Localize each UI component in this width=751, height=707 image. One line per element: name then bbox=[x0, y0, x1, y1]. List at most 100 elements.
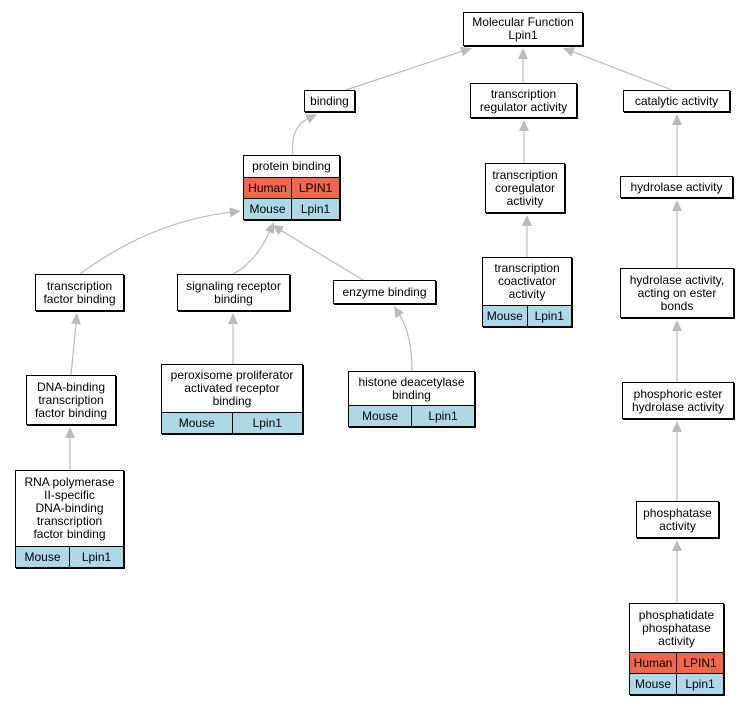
arrowhead bbox=[228, 313, 238, 324]
term-label-line: factor binding bbox=[43, 291, 116, 306]
term-label-line: protein binding bbox=[252, 159, 331, 173]
arrowhead bbox=[304, 114, 317, 124]
edge-coreg-to-trreg bbox=[519, 120, 529, 163]
arrowhead bbox=[563, 47, 576, 57]
arrowhead bbox=[70, 313, 81, 325]
term-label-line: factor binding bbox=[34, 405, 108, 420]
arrowhead bbox=[459, 46, 472, 57]
species-cell: Mouse bbox=[249, 202, 286, 216]
term-label-line: binding bbox=[212, 394, 252, 408]
gene-cell[interactable]: Lpin1 bbox=[411, 406, 474, 426]
edge-hydrolase-to-catalytic bbox=[672, 114, 682, 176]
term-label-line: II-specific bbox=[44, 488, 95, 502]
arrowhead bbox=[394, 306, 405, 318]
edge-binding-to-mf bbox=[345, 46, 472, 91]
species-cell: Mouse bbox=[486, 309, 523, 323]
edge-phosester-to-hydroester bbox=[672, 320, 682, 382]
arrowhead bbox=[519, 120, 529, 131]
term-node-catalytic[interactable]: catalytic activity bbox=[623, 90, 730, 112]
gene-cell[interactable]: Lpin1 bbox=[291, 199, 339, 219]
term-label-line: binding bbox=[392, 387, 431, 402]
edge-ppar-to-sigrec bbox=[228, 313, 238, 364]
term-label-line: phosphatidate bbox=[638, 607, 715, 622]
term-label-line: DNA-binding bbox=[36, 379, 106, 394]
annotation-row-mouse: Mouse Lpin1 bbox=[630, 673, 723, 694]
edge-enzyme-to-protein bbox=[272, 225, 364, 281]
edge-sigrec-to-protein bbox=[232, 222, 275, 275]
arrowhead bbox=[672, 421, 682, 432]
term-label-line: transcription bbox=[36, 514, 103, 528]
term-label-line: phosphatase bbox=[642, 620, 711, 635]
term-label-line: coactivator bbox=[497, 274, 557, 288]
gene-cell[interactable]: Lpin1 bbox=[231, 413, 303, 433]
term-label-line: transcription bbox=[38, 392, 104, 407]
term-label-line: phosphoric ester bbox=[633, 386, 723, 401]
edge-tfbind-to-protein bbox=[79, 207, 241, 275]
arrowhead bbox=[672, 114, 682, 125]
term-label-line: Lpin1 bbox=[508, 28, 538, 42]
term-label-line: activity bbox=[659, 518, 696, 533]
gene-cell[interactable]: Lpin1 bbox=[526, 306, 572, 326]
gene-cell[interactable]: Lpin1 bbox=[69, 547, 123, 567]
edge-hydroester-to-hydrolase bbox=[672, 200, 682, 268]
species-cell: Mouse bbox=[634, 677, 672, 691]
term-node-hydrolase[interactable]: hydrolase activity bbox=[620, 176, 733, 198]
term-label-line: enzyme binding bbox=[342, 284, 427, 299]
term-label: hydrolase activity bbox=[621, 177, 732, 197]
term-label-line: peroxisome proliferator bbox=[170, 368, 294, 382]
species-cell: Mouse bbox=[24, 550, 61, 564]
arrowhead bbox=[229, 207, 241, 218]
edge-trreg-to-mf bbox=[518, 48, 528, 83]
gene-cell[interactable]: LPIN1 bbox=[676, 653, 723, 673]
term-label-line: activated receptor bbox=[184, 381, 280, 395]
term-label-line: binding bbox=[214, 291, 253, 306]
term-label-line: RNA polymerase bbox=[24, 475, 115, 489]
term-node-enzyme[interactable]: enzyme binding bbox=[333, 280, 436, 304]
edge-pap-to-phosphatase bbox=[672, 540, 682, 603]
term-label-line: factor binding bbox=[33, 527, 106, 541]
gene-cell[interactable]: LPIN1 bbox=[291, 178, 339, 198]
term-label: protein binding bbox=[244, 156, 339, 177]
term-label-line: hydrolase activity bbox=[631, 399, 725, 414]
edge-catalytic-to-mf bbox=[563, 47, 673, 91]
term-label-line: Molecular Function bbox=[472, 15, 574, 29]
arrowhead bbox=[522, 215, 532, 226]
arrowhead bbox=[672, 540, 682, 551]
term-label: binding bbox=[305, 91, 354, 111]
term-label-line: DNA-binding bbox=[35, 501, 104, 515]
term-label-line: histone deacetylase bbox=[358, 374, 465, 389]
term-node-binding[interactable]: binding bbox=[304, 90, 355, 112]
edge-hdac-to-enzyme bbox=[394, 306, 413, 372]
arrowhead bbox=[518, 48, 528, 59]
arrowhead bbox=[272, 225, 285, 235]
term-label-line: phosphatase bbox=[643, 505, 712, 520]
gene-cell[interactable]: Lpin1 bbox=[676, 674, 723, 694]
